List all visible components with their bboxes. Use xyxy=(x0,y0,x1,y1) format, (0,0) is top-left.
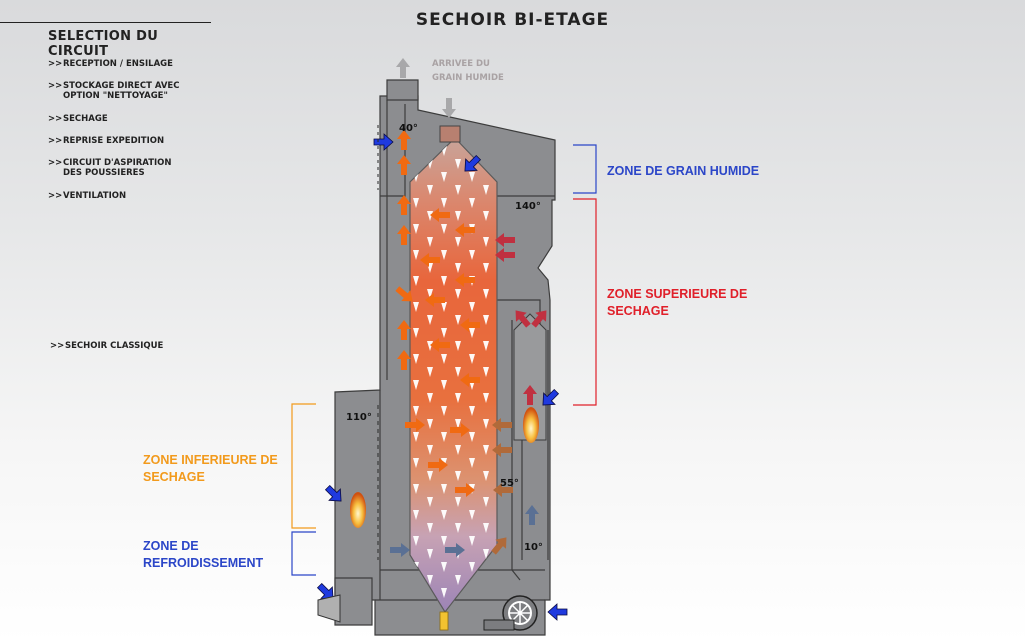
zone-wet-grain-label: ZONE DE GRAIN HUMIDE xyxy=(607,164,760,178)
temp-bottom: 10° xyxy=(524,542,543,553)
menu-item-marker: >> xyxy=(48,136,63,146)
menu-item-sechoir-classique[interactable]: >>SECHOIR CLASSIQUE xyxy=(50,341,163,351)
menu-item-marker: >> xyxy=(48,81,63,91)
zone-upper-drying-label: ZONE SUPERIEURE DE SECHAGE xyxy=(607,287,748,318)
outlet-funnel xyxy=(317,594,341,623)
circuit-selection-menu: SELECTION DU CIRCUIT >>RECEPTION / ENSIL… xyxy=(0,0,215,360)
temp-top-exhaust: 40° xyxy=(399,123,418,134)
menu-item-reprise[interactable]: >>REPRISE EXPEDITION xyxy=(48,136,164,146)
fan-icon xyxy=(483,595,538,631)
exhaust-chimney xyxy=(386,79,419,101)
footer-strip xyxy=(0,636,48,642)
menu-item-label: STOCKAGE DIRECT AVEC OPTION "NETTOYAGE" xyxy=(63,81,180,101)
arrow-left-icon xyxy=(547,603,568,621)
upper-burner-flame-icon xyxy=(523,407,539,443)
menu-item-label: REPRISE EXPEDITION xyxy=(63,136,165,146)
menu-heading: SELECTION DU CIRCUIT xyxy=(48,29,159,59)
inlet-label: ARRIVEE DU GRAIN HUMIDE xyxy=(432,59,504,83)
menu-item-marker: >> xyxy=(48,158,63,168)
menu-divider xyxy=(0,22,211,23)
zone-lower-drying-label: ZONE INFERIEURE DE SECHAGE xyxy=(143,453,278,484)
menu-item-label: RECEPTION / ENSILAGE xyxy=(63,59,173,69)
menu-item-ventilation[interactable]: >>VENTILATION xyxy=(48,191,126,201)
temp-lower-zone: 110° xyxy=(346,412,372,423)
temp-upper-zone: 140° xyxy=(515,201,541,212)
menu-item-sechage[interactable]: >>SECHAGE xyxy=(48,114,108,124)
page-title: SECHOIR BI-ETAGE xyxy=(415,10,610,30)
menu-item-aspiration[interactable]: >>CIRCUIT D'ASPIRATION DES POUSSIERES xyxy=(48,158,172,178)
temp-middle: 55° xyxy=(500,478,519,489)
menu-item-marker: >> xyxy=(48,59,63,69)
menu-item-marker: >> xyxy=(48,114,63,124)
menu-item-stockage[interactable]: >>STOCKAGE DIRECT AVEC OPTION "NETTOYAGE… xyxy=(48,81,179,101)
bottom-hopper xyxy=(334,577,373,626)
lower-burner-flame-icon xyxy=(350,492,366,528)
menu-item-label: VENTILATION xyxy=(63,191,127,201)
menu-item-marker: >> xyxy=(48,191,63,201)
menu-item-label: CIRCUIT D'ASPIRATION DES POUSSIERES xyxy=(63,158,172,178)
zone-cooling-label: ZONE DE REFROIDISSEMENT xyxy=(143,539,264,570)
menu-item-label: SECHOIR CLASSIQUE xyxy=(65,341,164,351)
menu-item-reception[interactable]: >>RECEPTION / ENSILAGE xyxy=(48,59,173,69)
menu-item-label: SECHAGE xyxy=(63,114,108,124)
menu-item-marker: >> xyxy=(50,341,65,351)
